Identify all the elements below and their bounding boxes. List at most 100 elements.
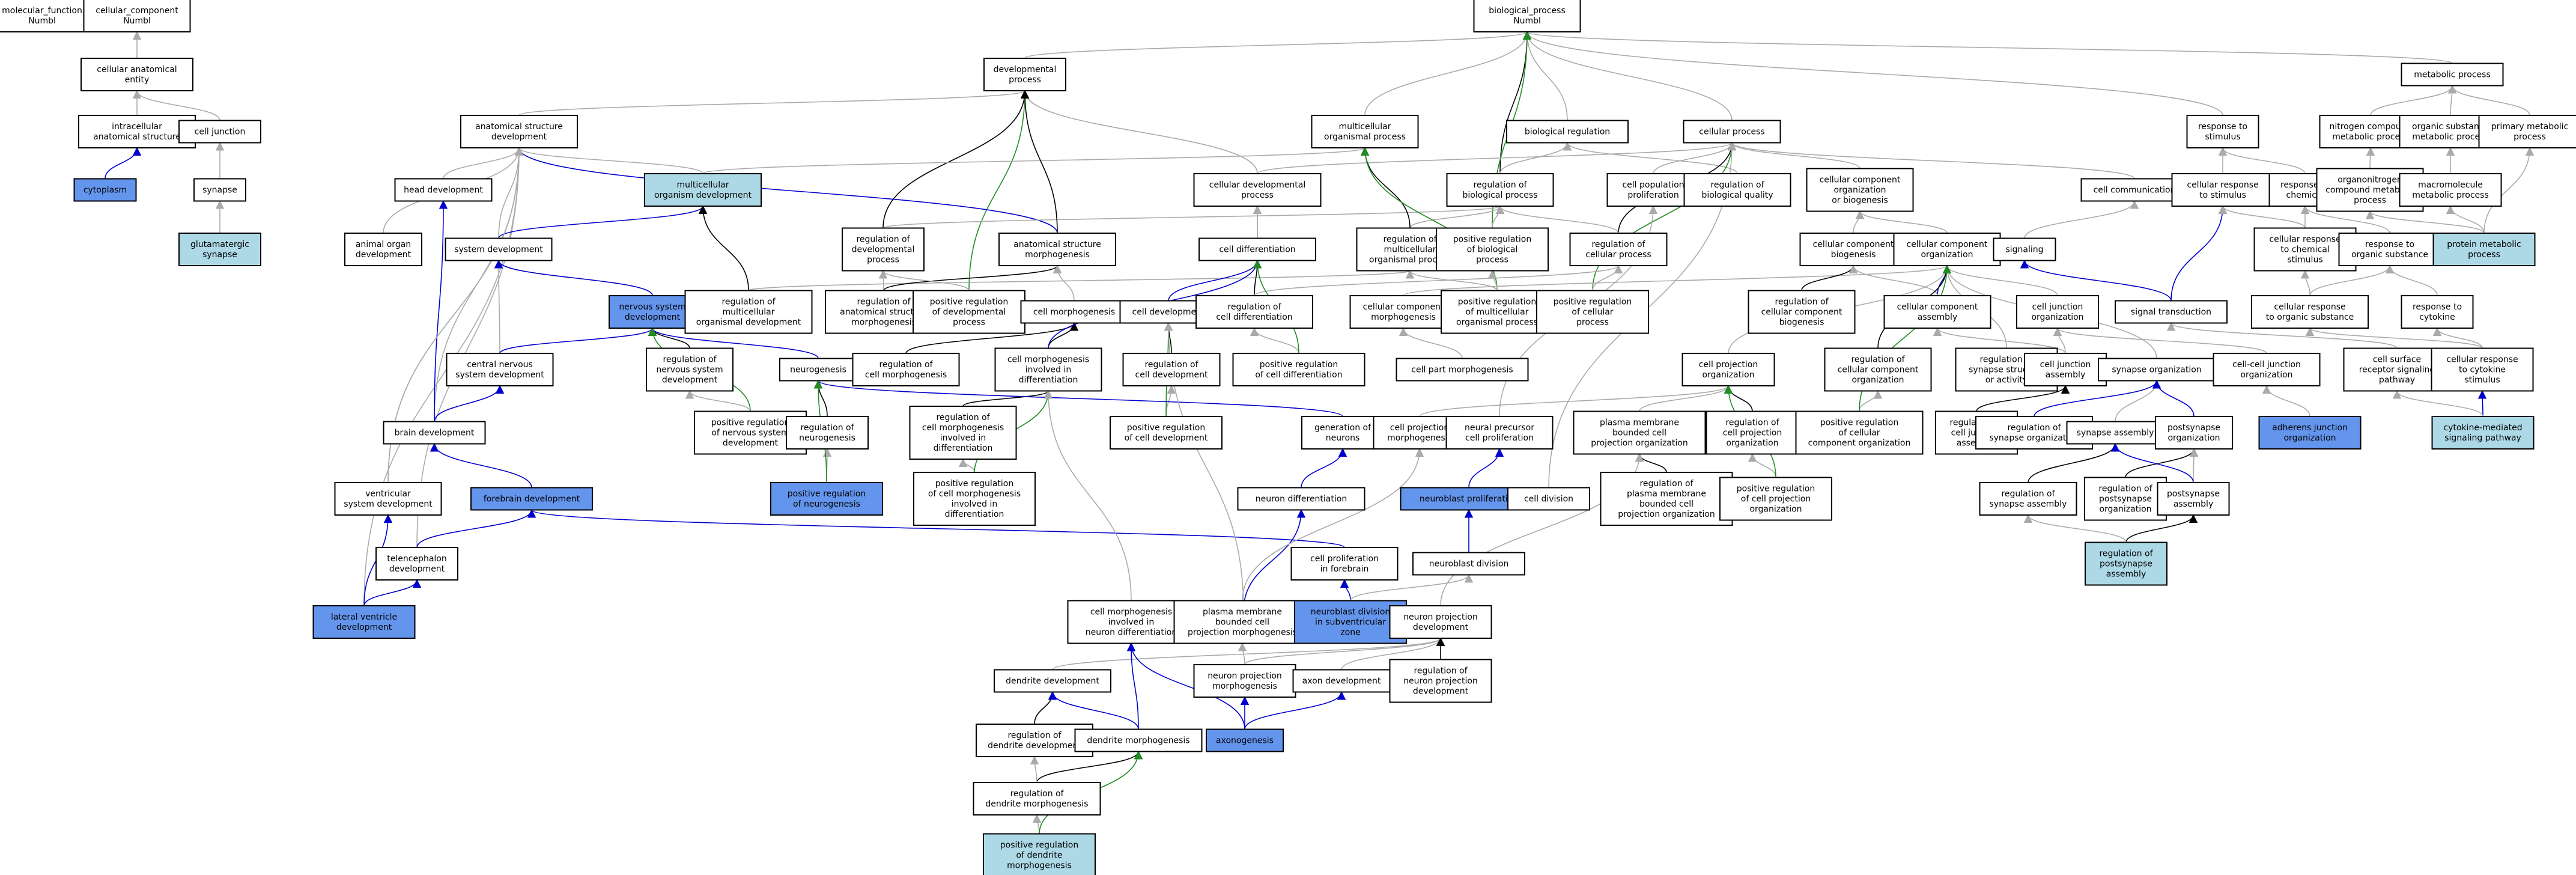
term-node-ng[interactable]: neurogenesis: [779, 358, 857, 382]
term-node-ad[interactable]: axon development: [1292, 669, 1391, 693]
term-node-so[interactable]: synapse organization: [2098, 358, 2216, 382]
term-node-bd[interactable]: brain development: [383, 421, 486, 445]
term-node-syn[interactable]: synapse: [193, 178, 246, 202]
term-node-dm[interactable]: dendrite morphogenesis: [1074, 728, 1203, 752]
term-node-st[interactable]: signal transduction: [2115, 300, 2228, 324]
term-node-nd[interactable]: neuron differentiation: [1237, 487, 1365, 511]
term-node-mp[interactable]: metabolic process: [2401, 62, 2504, 87]
term-node-nbd[interactable]: neuroblast division: [1412, 552, 1525, 576]
term-node-sig[interactable]: signaling: [1993, 237, 2056, 261]
term-node-hd[interactable]: head development: [394, 178, 493, 202]
term-node-cdiff[interactable]: cell differentiation: [1198, 237, 1316, 261]
term-node-cp[interactable]: cellular process: [1683, 120, 1781, 144]
term-node-cm[interactable]: cell morphogenesis: [1020, 300, 1128, 324]
term-node-cyto[interactable]: cytoplasm: [73, 178, 137, 202]
term-node-dd[interactable]: dendrite development: [994, 669, 1111, 693]
term-node-sd[interactable]: system development: [445, 237, 553, 261]
term-node-breg[interactable]: biological regulation: [1506, 120, 1629, 144]
term-node-cdiv[interactable]: cell division: [1507, 487, 1590, 511]
term-node-cj[interactable]: cell junction: [178, 120, 261, 144]
term-node-axg[interactable]: axonogenesis: [1206, 728, 1284, 752]
term-node-cpm[interactable]: cell part morphogenesis: [1396, 358, 1529, 382]
